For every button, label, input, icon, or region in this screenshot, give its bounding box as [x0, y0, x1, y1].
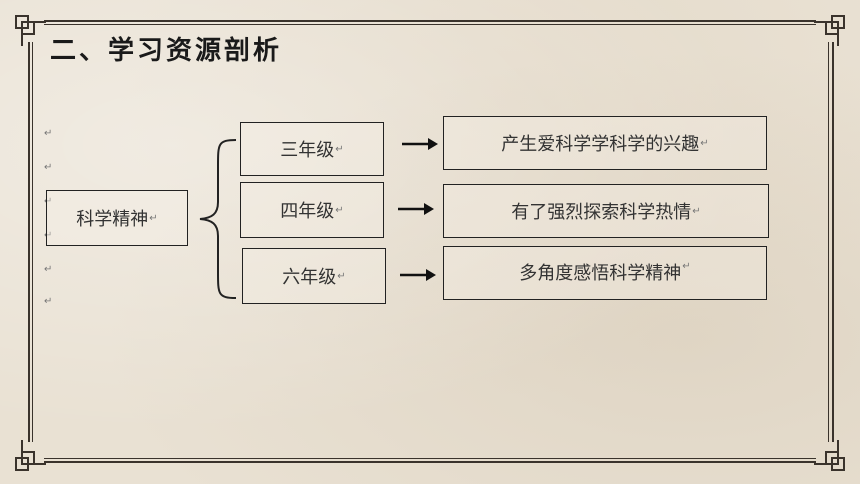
paragraph-mark: ↵ [44, 162, 53, 173]
paragraph-mark: ↵ [700, 137, 709, 149]
result-box-4: 有了强烈探索科学热情↵ [443, 184, 769, 238]
frame-bottom-line-inner [44, 458, 816, 459]
grade-box-3: 三年级↵ [240, 122, 384, 176]
grade-box-6: 六年级↵ [242, 248, 386, 304]
paragraph-mark: ↵ [335, 143, 344, 155]
grade-label: 四年级 [280, 201, 335, 222]
paragraph-mark: ↵ [44, 196, 53, 207]
arrow-right-icon [398, 203, 434, 215]
frame-bottom-line [44, 461, 816, 463]
paragraph-mark: ↵ [337, 270, 346, 282]
paragraph-mark: ↵ [44, 296, 53, 307]
frame-right-line [832, 42, 834, 442]
paragraph-mark: ↵ [44, 128, 53, 139]
arrow-right-icon [402, 138, 438, 150]
paragraph-mark: ↵ [44, 230, 53, 241]
brace-icon [199, 139, 237, 299]
result-label: 产生爱科学学科学的兴趣 [501, 134, 700, 155]
slide-title: 二、学习资源剖析 [50, 36, 283, 66]
frame-right-line-inner [828, 42, 829, 442]
paragraph-mark: ↵ [149, 212, 158, 224]
frame-top-line-inner [44, 24, 816, 25]
result-label: 有了强烈探索科学热情 [511, 202, 692, 223]
paragraph-mark: ↵ [335, 204, 344, 216]
result-box-6: 多角度感悟科学精神↵ [443, 246, 767, 300]
arrow-right-icon [400, 269, 436, 281]
paragraph-mark: ↵ [682, 261, 691, 272]
result-box-3: 产生爱科学学科学的兴趣↵ [443, 116, 767, 170]
paragraph-mark: ↵ [44, 264, 53, 275]
corner-ornament-bottom-left [15, 440, 46, 471]
root-label: 科学精神 [76, 209, 149, 230]
grade-label: 三年级 [280, 140, 335, 161]
corner-ornament-bottom-right [814, 440, 845, 471]
frame-left-line [28, 42, 30, 442]
grade-label: 六年级 [282, 267, 337, 288]
result-label: 多角度感悟科学精神 [519, 263, 682, 284]
corner-ornament-top-right [814, 15, 845, 46]
paragraph-mark: ↵ [692, 205, 701, 217]
root-box: 科学精神↵ [46, 190, 188, 246]
corner-ornament-top-left [15, 15, 46, 46]
grade-box-4: 四年级↵ [240, 182, 384, 238]
frame-left-line-inner [32, 42, 33, 442]
frame-top-line [44, 20, 816, 22]
